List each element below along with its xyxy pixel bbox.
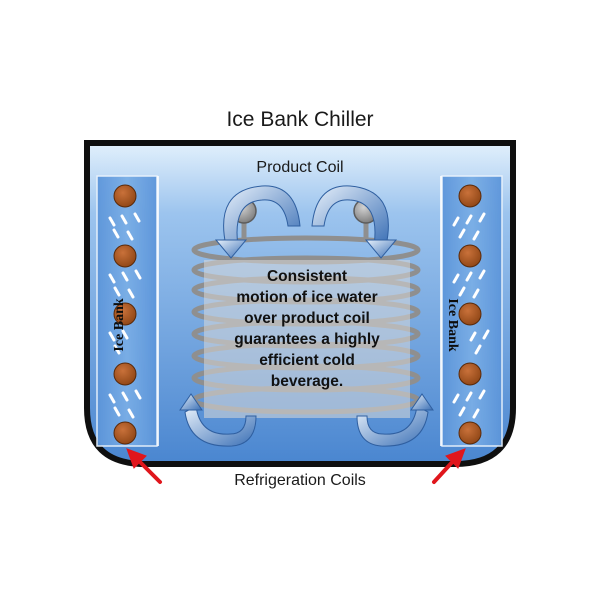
refrigeration-pointer-arrows (126, 448, 466, 484)
ice-bank-label-right: Ice Bank (445, 298, 460, 352)
refrigeration-coils-right (458, 184, 482, 445)
caption-line: efficient cold (259, 352, 355, 369)
caption-text: Consistent motion of ice water over prod… (212, 266, 402, 392)
caption-panel (204, 260, 410, 418)
refrigeration-coils-label: Refrigeration Coils (234, 472, 366, 489)
ice-bank-label-left: Ice Bank (112, 298, 127, 352)
caption-line: Consistent (266, 268, 348, 285)
flow-arrows-bottom (179, 393, 434, 447)
refrigeration-coils-left (113, 184, 137, 445)
ice-chips-left (108, 212, 142, 419)
caption-line: beverage. (270, 373, 344, 390)
flow-arrows-top (214, 185, 398, 259)
caption-line: guarantees a highly (234, 331, 380, 348)
diagram-title: Ice Bank Chiller (226, 108, 374, 131)
ice-chips-right (452, 212, 490, 419)
product-coil-label: Product Coil (256, 159, 344, 176)
caption-line: over product coil (244, 310, 370, 327)
caption-line: motion of ice water (236, 289, 378, 306)
